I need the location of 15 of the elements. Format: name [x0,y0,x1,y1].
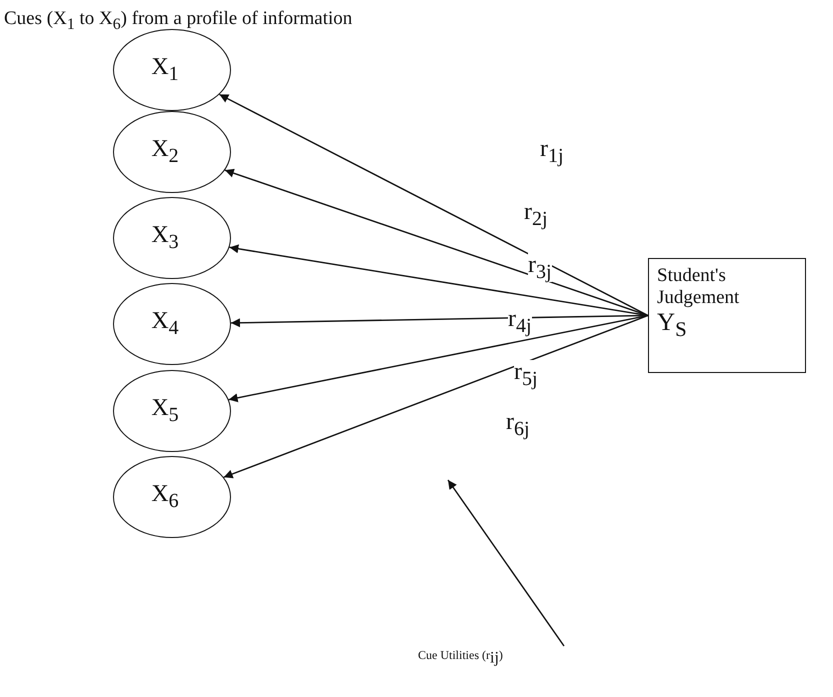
cue-ellipse: X$_{5}$ [113,370,231,452]
cue-ellipse: X$_{6}$ [113,456,231,538]
arrow [224,168,648,316]
arrow [223,314,648,478]
judgement-box [648,258,806,373]
edge-label: r$_{3j}$ [528,253,552,282]
edge-label: r$_{5j}$ [514,360,538,389]
leader-line [447,480,565,646]
cue-ellipse: X$_{1}$ [113,29,231,111]
cue-ellipse: X$_{4}$ [113,283,231,365]
cue-ellipse: X$_{2}$ [113,111,231,193]
variable-label: Y$_{S}$ [657,308,688,342]
box-label: Student's Judgement [657,265,740,309]
cue-ellipse: X$_{3}$ [113,197,231,279]
arrow [219,94,648,316]
